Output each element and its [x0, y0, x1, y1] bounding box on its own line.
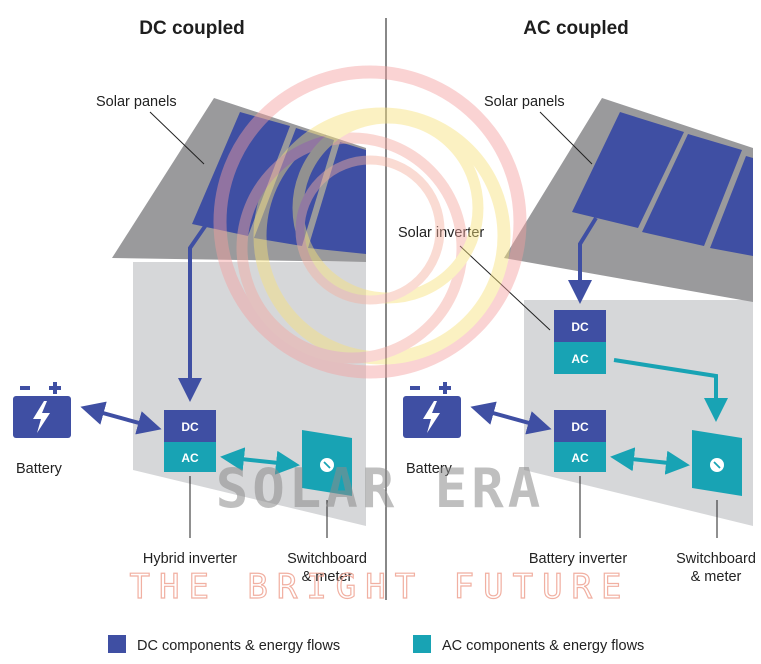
ac-solar-panels-label: Solar panels [484, 94, 565, 110]
watermark-subtitle: THE BRIGHT FUTURE [130, 567, 631, 607]
ac-switchboard-label-2: & meter [691, 569, 742, 585]
ac-battery-label: Battery [406, 461, 453, 477]
meter-gauge-icon [710, 458, 724, 472]
solar-inverter-leader [459, 245, 551, 331]
ac-solar-panels-leader [539, 111, 593, 165]
legend: DC components & energy flows AC componen… [108, 635, 644, 654]
solar-inverter: DC AC [554, 310, 606, 374]
legend-dc-label: DC components & energy flows [137, 638, 340, 654]
ac-solar-panel-1 [572, 112, 684, 228]
meter-gauge-icon [320, 458, 334, 472]
ac-panel-to-solar-inverter-arrow [568, 216, 598, 304]
battery-inverter-dc-text: DC [571, 420, 589, 434]
legend-ac-swatch [413, 635, 431, 653]
dc-solar-panel-1 [192, 112, 290, 236]
dc-solar-panels-label: Solar panels [96, 94, 177, 110]
battery-inverter-label: Battery inverter [529, 551, 627, 567]
ac-solar-panel-3 [710, 156, 753, 256]
dc-solar-panels-leader [149, 111, 205, 165]
legend-dc-swatch [108, 635, 126, 653]
hybrid-inverter-dc-text: DC [181, 420, 199, 434]
hybrid-inverter: DC AC [164, 410, 216, 472]
battery-icon [403, 382, 461, 438]
watermark-sun-logo [213, 65, 527, 379]
ac-coupled-section: AC coupled Solar panels Solar inverter D… [398, 18, 756, 585]
battery-inverter: DC AC [554, 410, 606, 472]
dc-coupled-title: DC coupled [139, 18, 245, 39]
hybrid-inverter-label: Hybrid inverter [143, 551, 237, 567]
solar-inverter-label: Solar inverter [398, 225, 484, 241]
ac-switchboard [692, 430, 742, 496]
dc-battery-inverter-arrow [80, 401, 162, 435]
ac-switchboard-label-1: Switchboard [676, 551, 756, 567]
dc-solar-panel-3 [308, 142, 366, 254]
battery-inverter-ac-text: AC [571, 451, 589, 465]
watermark-title: SOLAR ERA [216, 457, 545, 520]
battery-icon [13, 382, 71, 438]
ac-coupled-title: AC coupled [523, 18, 629, 39]
dc-solar-panel-2 [254, 128, 334, 246]
dc-inverter-switchboard-arrow [220, 447, 300, 475]
solar-inverter-dc-text: DC [571, 320, 589, 334]
ac-battery-inverter-arrow [470, 401, 552, 435]
legend-ac-label: AC components & energy flows [442, 638, 644, 654]
ac-solar-panel-2 [642, 134, 742, 246]
hybrid-inverter-ac-text: AC [181, 451, 199, 465]
dc-coupled-section: DC coupled Solar panels Battery DC AC [13, 18, 367, 585]
dc-switchboard-label-1: Switchboard [287, 551, 367, 567]
ac-inverter-switchboard-arrow [610, 447, 690, 475]
dc-battery-label: Battery [16, 461, 63, 477]
dc-switchboard [302, 430, 352, 496]
solar-inverter-ac-text: AC [571, 352, 589, 366]
dc-panel-to-inverter-arrow [178, 220, 210, 402]
dc-switchboard-label-2: & meter [302, 569, 353, 585]
ac-solar-inverter-to-switchboard-arrow [613, 358, 728, 422]
